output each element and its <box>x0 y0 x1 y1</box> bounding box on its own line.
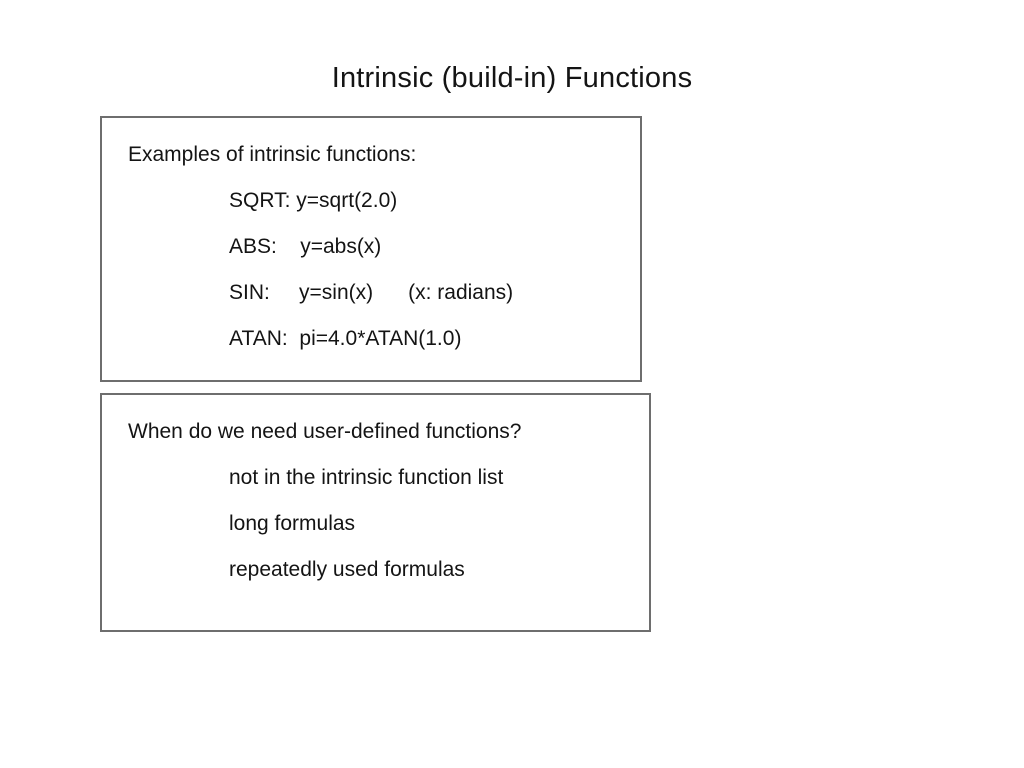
reason-item-not-intrinsic: not in the intrinsic function list <box>229 466 504 489</box>
slide-title: Intrinsic (build-in) Functions <box>331 62 693 94</box>
intrinsic-examples-box: Examples of intrinsic functions: SQRT: y… <box>100 116 642 382</box>
reason-item-long-formulas: long formulas <box>229 512 356 535</box>
user-defined-box-heading: When do we need user-defined functions? <box>128 420 522 443</box>
example-item-abs: ABS: y=abs(x) <box>229 235 382 258</box>
example-item-sqrt: SQRT: y=sqrt(2.0) <box>229 189 398 212</box>
examples-box-heading: Examples of intrinsic functions: <box>128 143 417 166</box>
example-item-sin: SIN: y=sin(x) (x: radians) <box>229 281 514 304</box>
user-defined-functions-box: When do we need user-defined functions? … <box>100 393 651 632</box>
reason-item-repeated-formulas: repeatedly used formulas <box>229 558 465 581</box>
example-item-atan: ATAN: pi=4.0*ATAN(1.0) <box>229 327 462 350</box>
